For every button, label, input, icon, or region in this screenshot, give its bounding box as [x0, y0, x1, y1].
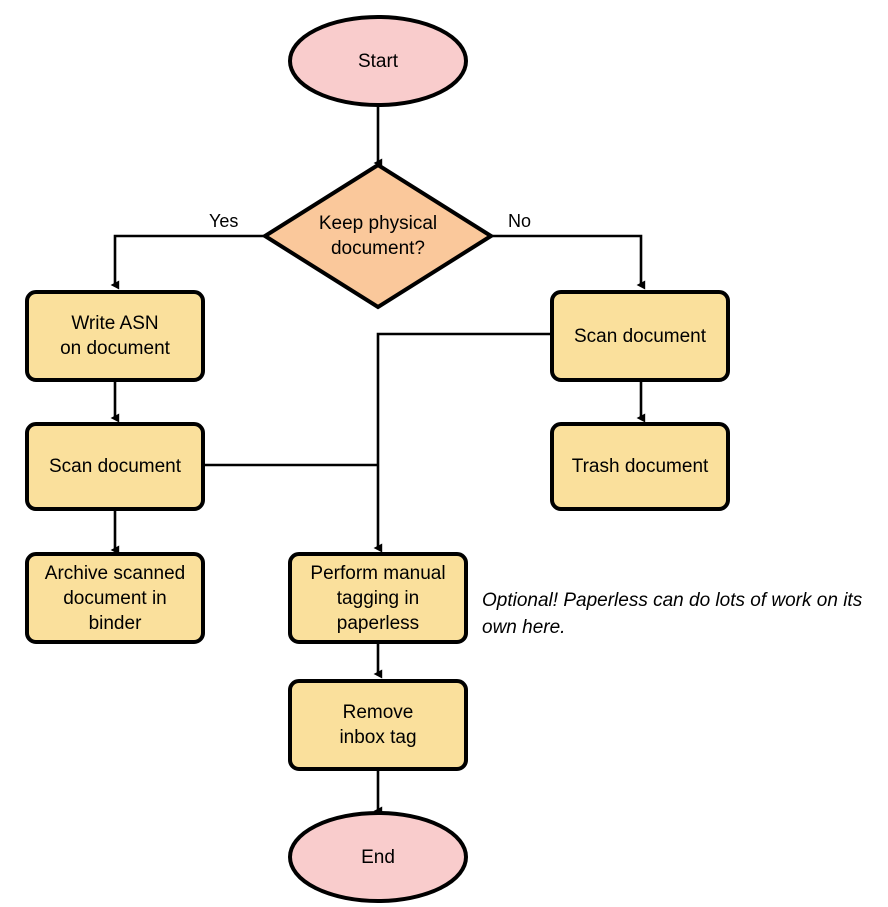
edge-decision-no: [491, 234, 646, 290]
connector-group: [110, 103, 646, 816]
edge-decision-yes: [110, 234, 265, 290]
node-scan-document-right[interactable]: [550, 290, 730, 382]
node-decision-keep-physical-document[interactable]: [261, 162, 495, 310]
edge-label-no: No: [508, 211, 532, 231]
node-trash-document[interactable]: [550, 422, 730, 511]
node-end[interactable]: [288, 811, 468, 903]
node-archive-scanned-document[interactable]: [25, 552, 205, 644]
node-write-asn[interactable]: [25, 290, 205, 382]
edge-label-yes: Yes: [209, 211, 239, 231]
node-start[interactable]: [288, 15, 468, 107]
node-scan-document-left[interactable]: [25, 422, 205, 511]
note-optional-paperless: Optional! Paperless can do lots of work …: [482, 590, 863, 638]
node-remove-inbox-tag[interactable]: [288, 679, 468, 771]
node-perform-manual-tagging[interactable]: [288, 552, 468, 644]
edge-scanright-to-tagging: [373, 332, 552, 553]
